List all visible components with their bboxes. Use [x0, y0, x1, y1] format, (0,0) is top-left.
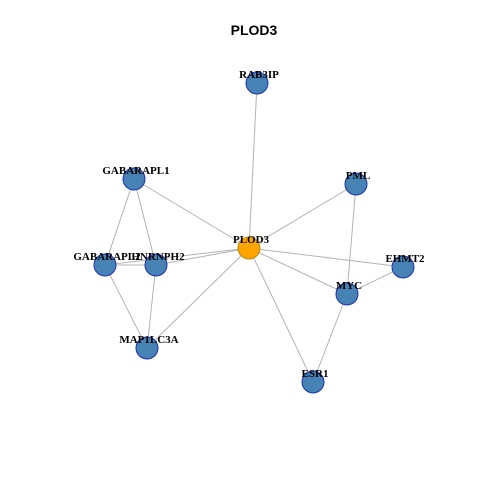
node-plod3	[237, 236, 261, 260]
edge-pml-myc	[346, 183, 357, 295]
node-myc	[335, 282, 359, 306]
node-label-plod3: PLOD3	[233, 234, 270, 246]
edge-gabarapl1-gabarapl2	[104, 178, 135, 266]
edge-plod3-ehmt2	[248, 247, 404, 268]
node-gabarapl2	[93, 253, 117, 277]
edge-plod3-gabarapl1	[133, 178, 250, 249]
edges-layer	[104, 82, 404, 383]
node-ehmt2	[391, 255, 415, 279]
diagram-title: PLOD3	[231, 22, 278, 38]
edge-gabarapl2-map1lc3a	[104, 264, 148, 349]
node-label-ehmt2: EHMT2	[385, 253, 425, 265]
edge-plod3-pml	[248, 183, 357, 249]
node-label-rab3ip: RAB3IP	[239, 69, 279, 81]
nodes-layer	[93, 71, 415, 394]
edge-plod3-esr1	[248, 247, 314, 383]
node-rab3ip	[245, 71, 269, 95]
node-label-hnrnph2: HNRNPH2	[131, 251, 185, 263]
edge-myc-esr1	[312, 293, 348, 383]
node-map1lc3a	[135, 336, 159, 360]
node-hnrnph2	[144, 253, 168, 277]
node-gabarapl1	[122, 167, 146, 191]
node-label-pml: PML	[346, 170, 370, 182]
edge-gabarapl1-hnrnph2	[133, 178, 157, 266]
node-label-gabarapl2: GABARAPL2	[73, 251, 141, 263]
node-esr1	[301, 370, 325, 394]
edge-plod3-hnrnph2	[155, 247, 250, 266]
node-label-esr1: ESR1	[302, 368, 329, 380]
node-label-myc: MYC	[336, 280, 362, 292]
node-pml	[344, 172, 368, 196]
node-label-gabarapl1: GABARAPL1	[102, 165, 169, 177]
edge-hnrnph2-map1lc3a	[146, 264, 157, 349]
edge-plod3-map1lc3a	[146, 247, 250, 349]
edge-plod3-myc	[248, 247, 348, 295]
node-label-map1lc3a: MAP1LC3A	[119, 334, 178, 346]
edge-plod3-rab3ip	[248, 82, 258, 249]
edge-plod3-gabarapl2	[104, 247, 250, 266]
